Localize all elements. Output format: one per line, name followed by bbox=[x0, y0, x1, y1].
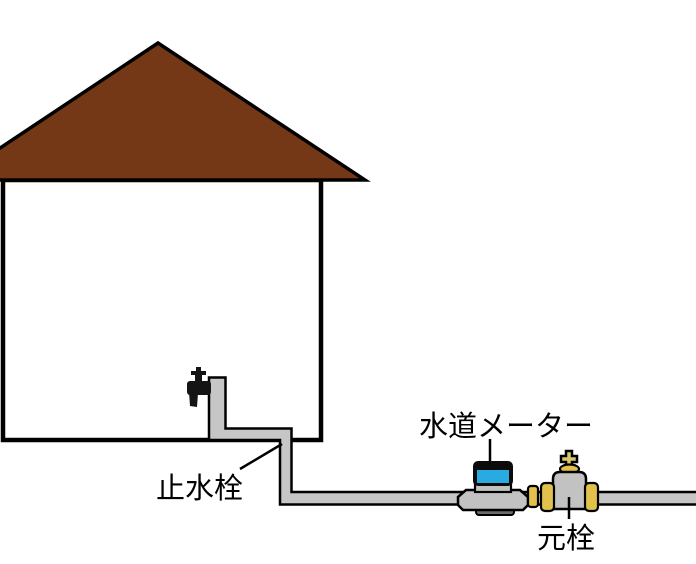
water-pipe bbox=[207, 376, 696, 506]
stop-valve-label: 止水栓 bbox=[156, 472, 243, 505]
main-valve-body bbox=[551, 470, 588, 511]
house-body bbox=[0, 177, 324, 443]
water-meter-dial bbox=[477, 470, 509, 483]
water-meter-label: 水道メーター bbox=[419, 410, 593, 443]
water-meter bbox=[456, 461, 530, 516]
main-valve-label: 元栓 bbox=[537, 522, 595, 555]
house-roof bbox=[0, 40, 371, 182]
main-valve-right-flange bbox=[583, 481, 600, 513]
stop-valve-pointer-line bbox=[239, 442, 283, 471]
faucet-icon bbox=[187, 367, 211, 407]
faucet-spout bbox=[189, 392, 198, 407]
faucet-body bbox=[187, 381, 211, 395]
main-valve bbox=[526, 449, 600, 519]
faucet-handle bbox=[191, 367, 206, 379]
main-valve-coupling-ring bbox=[526, 484, 540, 509]
faucet-stem bbox=[195, 375, 202, 384]
main-valve-left-flange bbox=[539, 481, 556, 513]
